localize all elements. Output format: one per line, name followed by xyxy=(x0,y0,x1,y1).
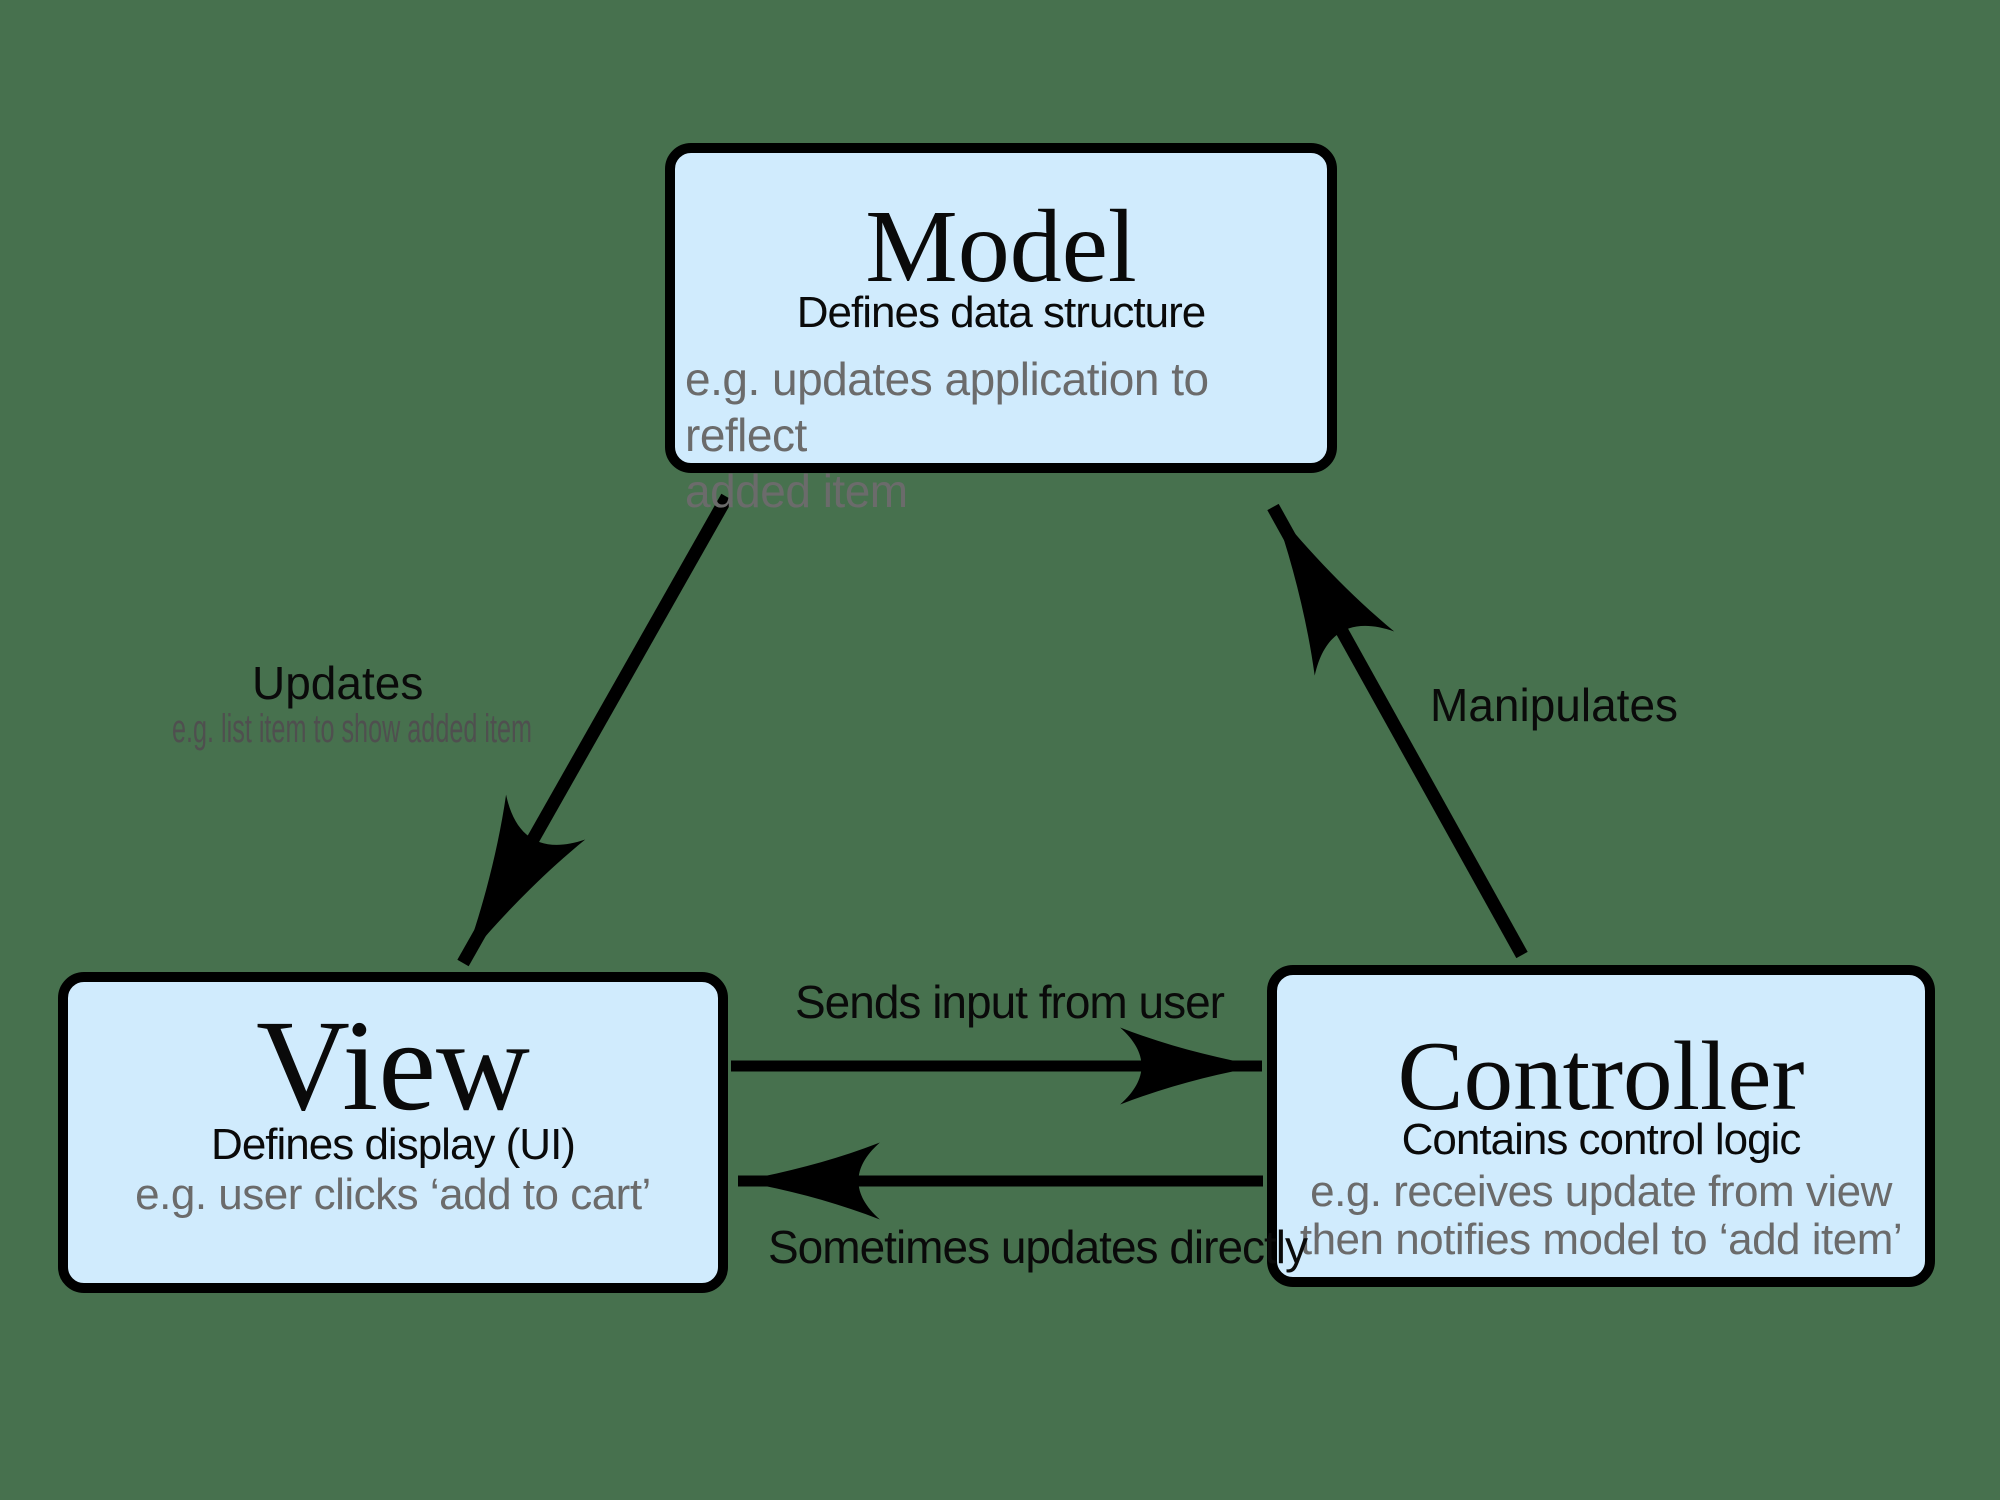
model-example-line-2: added item xyxy=(685,465,908,517)
edge-sublabel-updates: e.g. list item to show added item xyxy=(172,707,532,751)
arrow-model-to-view xyxy=(457,493,733,967)
controller-example-line-1: e.g. receives update from view xyxy=(1310,1167,1892,1216)
node-view: View Defines display (UI) e.g. user clic… xyxy=(58,972,728,1293)
model-title: Model xyxy=(865,189,1137,304)
edge-label-sometimes-updates: Sometimes updates directly xyxy=(768,1221,1308,1273)
model-example: e.g. updates application to reflect adde… xyxy=(675,351,1327,519)
model-subtitle: Defines data structure xyxy=(796,288,1206,337)
controller-example-line-2: then notifies model to ‘add item’ xyxy=(1299,1215,1903,1264)
controller-subtitle: Contains control logic xyxy=(1401,1115,1802,1164)
controller-title: Controller xyxy=(1397,1022,1805,1131)
arrow-controller-to-model xyxy=(1267,503,1528,959)
model-example-line-1: e.g. updates application to reflect xyxy=(685,353,1209,461)
edge-label-manipulates: Manipulates xyxy=(1430,679,1679,731)
view-subtitle: Defines display (UI) xyxy=(211,1120,576,1169)
view-title: View xyxy=(256,994,530,1138)
controller-example: e.g. receives update from view then noti… xyxy=(1277,1168,1925,1264)
node-model: Model Defines data structure e.g. update… xyxy=(665,143,1337,517)
edge-label-updates: Updates xyxy=(252,657,424,709)
view-example: e.g. user clicks ‘add to cart’ xyxy=(68,1169,718,1221)
view-example-line-1: e.g. user clicks ‘add to cart’ xyxy=(135,1170,651,1219)
node-controller: Controller Contains control logic e.g. r… xyxy=(1267,965,1935,1287)
edge-label-sends-input: Sends input from user xyxy=(795,976,1225,1028)
